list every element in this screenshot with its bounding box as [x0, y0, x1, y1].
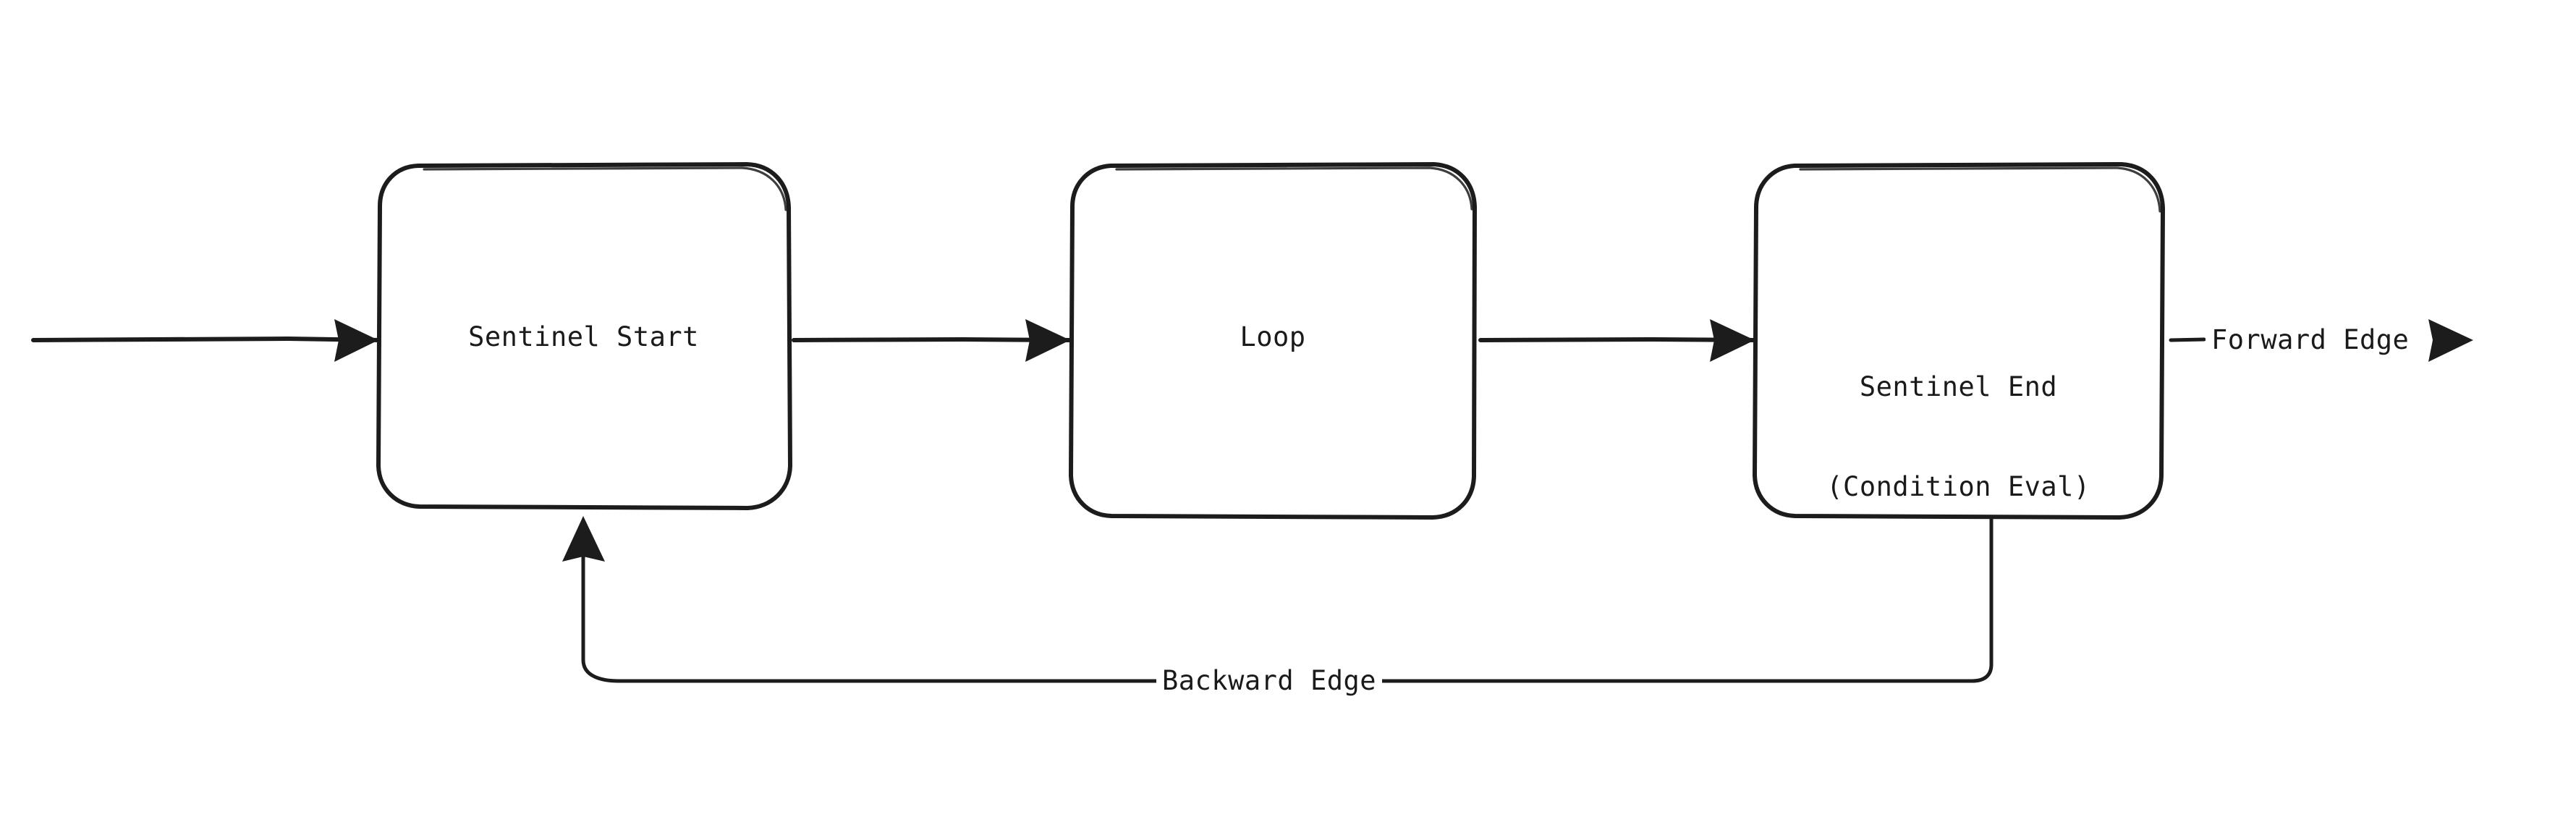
entry-edge-line — [31, 337, 381, 342]
backward-edge-label: Backward Edge — [1156, 665, 1383, 697]
forward-edge — [2169, 319, 2473, 362]
node-sentinel-end-sketch-overstroke — [1799, 166, 2161, 213]
start-to-loop-edge-line — [792, 337, 1072, 342]
forward-edge-stub-line — [2169, 337, 2206, 342]
backward-edge — [562, 515, 1994, 683]
entry-edge — [31, 319, 381, 362]
forward-edge-label: Forward Edge — [2206, 324, 2415, 356]
loop-to-end-edge-arrowhead — [1710, 319, 1755, 362]
node-sentinel-start-label: Sentinel Start — [468, 321, 699, 352]
start-to-loop-edge — [792, 319, 1072, 362]
forward-edge-arrowhead — [2428, 319, 2473, 362]
node-sentinel-end-label-line-1: Sentinel End — [1859, 371, 2058, 402]
node-loop-sketch-overstroke — [1115, 166, 1473, 211]
node-sentinel-end[interactable] — [1753, 162, 2165, 520]
node-sentinel-end-label: Sentinel End (Condition Eval) — [1755, 304, 2162, 570]
node-loop-shape — [1069, 162, 1477, 520]
node-sentinel-start-shape — [376, 162, 792, 510]
backward-edge-arrowhead — [562, 516, 605, 562]
node-sentinel-start-sketch-overstroke — [423, 166, 787, 211]
node-loop[interactable] — [1069, 162, 1477, 520]
node-sentinel-end-shape — [1753, 162, 2165, 520]
start-to-loop-edge-arrowhead — [1025, 319, 1070, 362]
node-sentinel-end-label-line-2: (Condition Eval) — [1826, 471, 2090, 502]
entry-edge-arrowhead — [334, 319, 378, 362]
backward-edge-line — [581, 515, 1994, 683]
loop-to-end-edge — [1478, 319, 1756, 362]
loop-to-end-edge-line — [1478, 337, 1756, 342]
node-sentinel-start[interactable] — [376, 162, 792, 510]
node-loop-label: Loop — [1240, 321, 1306, 352]
